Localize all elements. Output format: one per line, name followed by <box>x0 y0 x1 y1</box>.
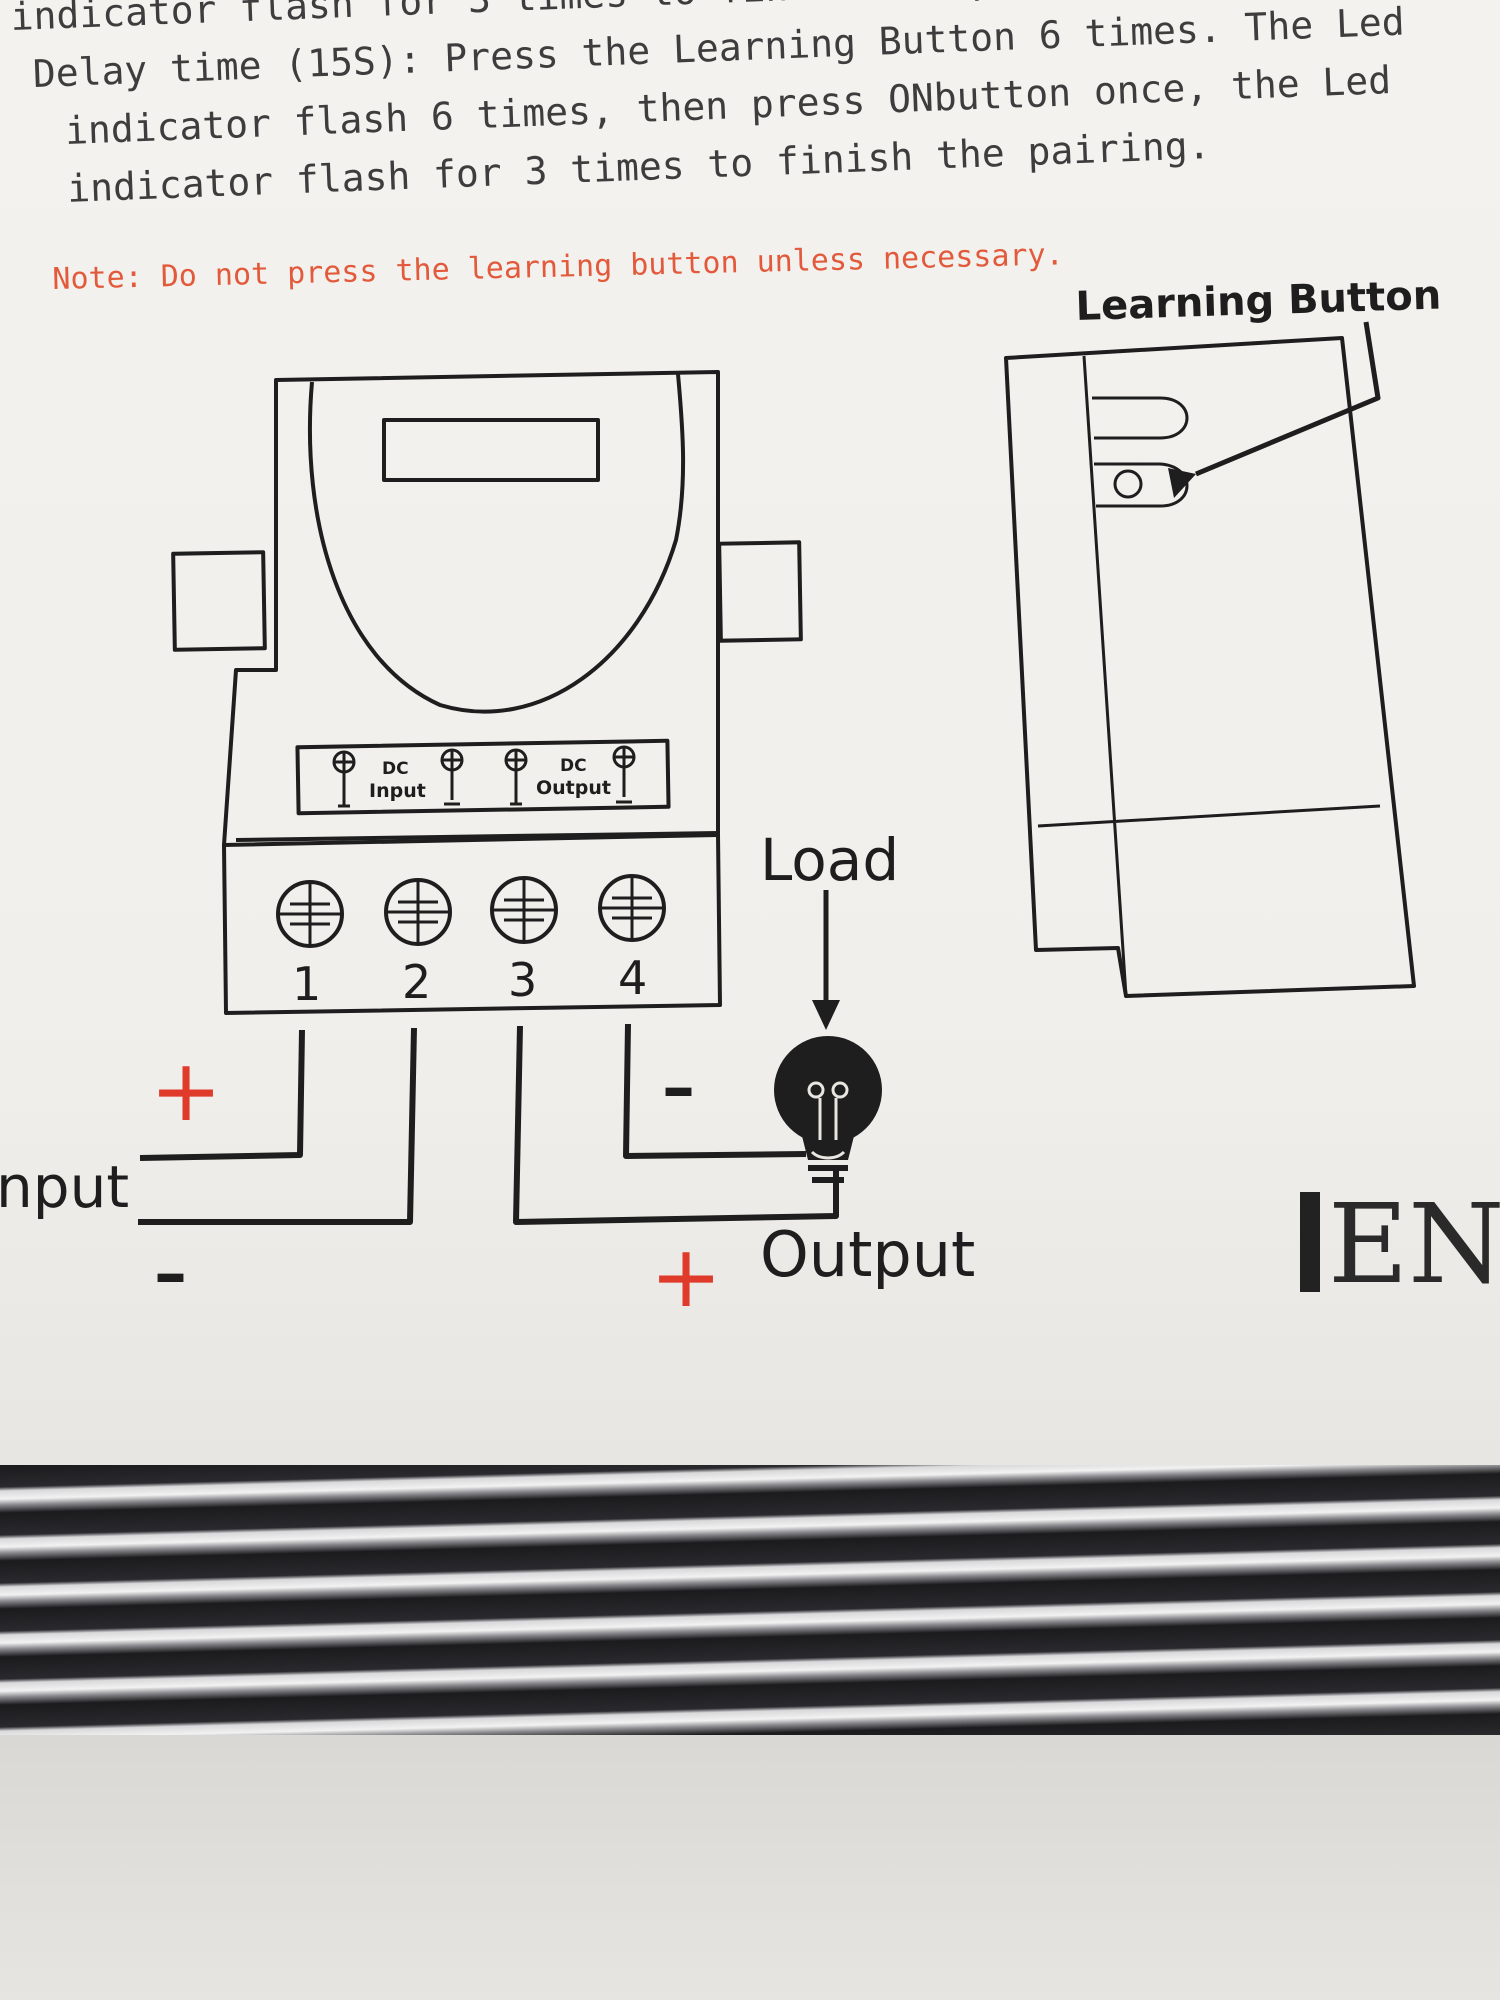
side-button-housing <box>1092 396 1189 440</box>
learning-button-pointer <box>1195 321 1381 477</box>
brand-text: EN <box>1328 1180 1500 1308</box>
dc-input-label-line2: Input <box>369 780 426 802</box>
input-label: nput <box>0 1153 129 1221</box>
floor-background <box>0 1735 1500 2000</box>
wiring-diagram: Learning Button DC Input DC Output 1 2 3… <box>0 273 1442 1327</box>
wire-input-positive <box>139 1029 305 1161</box>
polarity-symbols <box>332 745 636 808</box>
brand-logo-bar <box>1300 1192 1320 1292</box>
terminal-block-divider <box>235 831 719 842</box>
dc-output-label-line1: DC <box>560 756 587 776</box>
terminal-number-2: 2 <box>402 955 431 1009</box>
input-plus-sign: + <box>150 1041 222 1141</box>
terminal-screws <box>276 874 666 948</box>
terminal-number-3: 3 <box>508 953 537 1007</box>
output-minus-sign: – <box>662 1049 695 1126</box>
wire-input-negative <box>138 1027 417 1225</box>
wire-output-positive <box>513 1025 839 1225</box>
learning-button <box>1113 469 1143 499</box>
mounting-tab-right <box>717 540 803 643</box>
dc-input-label-line1: DC <box>382 759 409 779</box>
bulb-icon <box>774 1036 882 1183</box>
mounting-tab-left <box>171 550 267 652</box>
learning-button-housing <box>1094 462 1189 508</box>
display-window <box>382 418 600 482</box>
learning-button-label: Learning Button <box>1075 273 1442 330</box>
side-body <box>1004 336 1416 998</box>
load-arrow-head <box>812 1000 840 1030</box>
terminal-screw-1 <box>276 880 344 948</box>
terminal-screw-3 <box>490 876 558 944</box>
pointer-arrow-head <box>1168 468 1196 498</box>
controller-front-view <box>171 370 803 1015</box>
terminal-block <box>222 834 722 1015</box>
brand-logo: EN <box>1300 1180 1500 1308</box>
input-minus-sign: – <box>154 1235 187 1312</box>
wire-output-negative <box>623 1023 807 1159</box>
side-panel-lines <box>1037 355 1381 997</box>
terminal-number-4: 4 <box>618 951 647 1005</box>
wires <box>138 1023 839 1225</box>
output-label: Output <box>760 1218 975 1291</box>
terminal-screw-2 <box>384 878 452 946</box>
display-cover <box>307 373 686 714</box>
load-label: Load <box>760 826 899 894</box>
radiator-background <box>0 1465 1500 1735</box>
terminal-screw-4 <box>598 874 666 942</box>
terminal-number-1: 1 <box>292 957 321 1011</box>
terminal-label-strip <box>295 738 671 816</box>
controller-side-view <box>1004 321 1416 998</box>
output-plus-sign: + <box>650 1227 722 1327</box>
dc-output-label-line2: Output <box>536 777 611 799</box>
